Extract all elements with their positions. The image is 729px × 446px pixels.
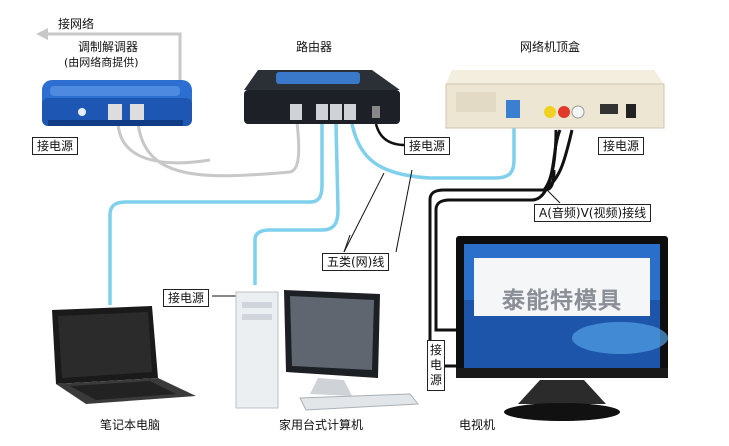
internet-arrow-icon: [36, 28, 48, 40]
stb-network-cable: [350, 122, 516, 180]
router-label: 路由器: [296, 40, 333, 54]
tv-power-lead: [434, 325, 462, 332]
laptop-device: [52, 306, 196, 404]
internet-label: 接网络: [58, 17, 95, 31]
power-label-tv-char-2: 电: [429, 358, 442, 372]
internet-cable: [46, 32, 182, 80]
tv-label: 电视机: [459, 418, 496, 432]
power-label-tv-char-1: 接: [429, 343, 442, 357]
cat5-pointer-a: [343, 172, 385, 253]
av-cable-branch-2: [542, 129, 562, 191]
modem-device: [42, 80, 192, 126]
power-label-modem: 接电源: [32, 137, 79, 155]
modem-sublabel: (由网络商提供): [64, 56, 139, 69]
tv-screen-brand-text: 泰能特模具: [502, 287, 622, 314]
av-cable-branch: [543, 129, 574, 192]
desktop-network-cable: [253, 123, 340, 285]
power-label-set-top-box: 接电源: [598, 137, 645, 155]
modem-router-cable: [136, 121, 301, 178]
cat5-pointer-b: [395, 169, 413, 253]
set-top-box-label: 网络机顶盒: [520, 40, 581, 54]
television-device: [456, 236, 668, 421]
modem-extra-cable: [116, 122, 211, 165]
router-device: [244, 70, 400, 124]
laptop-label: 笔记本电脑: [100, 418, 161, 432]
desktop-computer-device: [235, 290, 419, 411]
power-label-tv: 接 电 源: [427, 340, 445, 391]
cat5-cable-label: 五类(网)线: [322, 253, 390, 271]
power-label-desktop: 接电源: [163, 289, 210, 307]
av-cable-label: A(音频)V(视频)接线: [534, 204, 652, 222]
router-power-cable: [374, 123, 406, 147]
desktop-label: 家用台式计算机: [279, 418, 364, 432]
set-top-box-device: [445, 70, 665, 129]
laptop-network-cable: [108, 124, 324, 305]
modem-label: 调制解调器: [78, 40, 139, 54]
cat5-pointer-c: [343, 234, 351, 253]
av-pointer: [547, 190, 561, 204]
power-label-tv-char-3: 源: [429, 373, 442, 387]
power-label-router: 接电源: [404, 137, 451, 155]
